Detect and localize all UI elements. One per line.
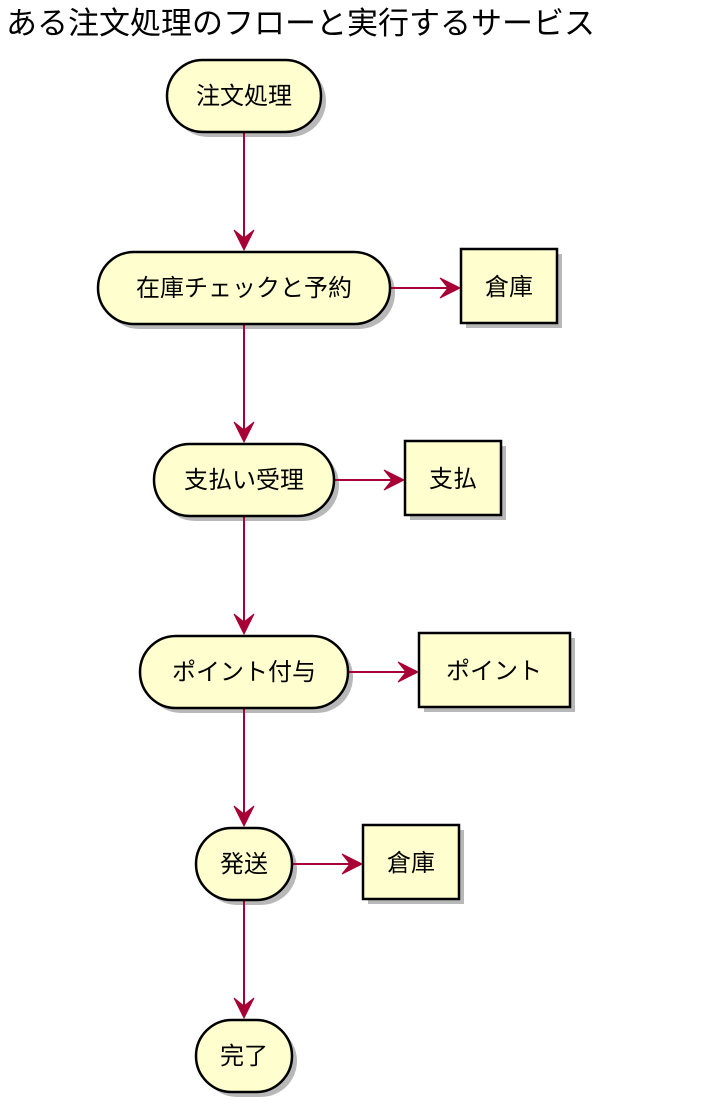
step-shape xyxy=(194,1018,294,1094)
step-node: 注文処理 xyxy=(165,58,323,134)
service-shape xyxy=(459,247,559,325)
step-node: ポイント付与 xyxy=(138,634,350,710)
step-shape xyxy=(194,826,294,902)
service-shape xyxy=(403,439,503,517)
step-label: 支払い受理 xyxy=(184,466,304,494)
service-arrow-head-4 xyxy=(341,853,364,875)
step-label: 完了 xyxy=(220,1042,268,1070)
service-shape xyxy=(417,631,572,709)
service-box: 倉庫 xyxy=(459,247,559,325)
step-arrows xyxy=(233,132,255,1020)
service-boxes: 倉庫 支払 ポイント 倉庫 xyxy=(361,247,572,901)
service-arrows xyxy=(292,277,462,875)
service-label: 倉庫 xyxy=(485,273,533,301)
step-shape xyxy=(152,442,336,518)
service-arrow-head-2 xyxy=(383,469,406,491)
arrow-head-1 xyxy=(233,229,255,252)
shadow-layer xyxy=(103,65,575,1097)
arrow-head-4 xyxy=(233,805,255,828)
step-node: 発送 xyxy=(194,826,294,902)
service-shape xyxy=(361,823,461,901)
arrow-head-5 xyxy=(233,997,255,1020)
step-label: 注文処理 xyxy=(196,82,292,110)
service-arrow-head-3 xyxy=(397,661,420,683)
service-label: 支払 xyxy=(429,465,477,493)
step-node: 支払い受理 xyxy=(152,442,336,518)
arrow-head-3 xyxy=(233,613,255,636)
step-node: 完了 xyxy=(194,1018,294,1094)
diagram-title: ある注文処理のフローと実行するサービス xyxy=(6,6,595,42)
step-shape xyxy=(138,634,350,710)
step-label: 在庫チェックと予約 xyxy=(136,274,352,302)
step-label: ポイント付与 xyxy=(172,658,316,686)
step-nodes: 注文処理 在庫チェックと予約 支払い受理 ポイント付与 発送 完了 xyxy=(96,58,392,1094)
service-box: 支払 xyxy=(403,439,503,517)
step-shape xyxy=(96,250,392,326)
step-shape xyxy=(165,58,323,134)
step-label: 発送 xyxy=(220,850,268,878)
service-label: 倉庫 xyxy=(387,849,435,877)
service-box: ポイント xyxy=(417,631,572,709)
service-arrow-head-1 xyxy=(439,277,462,299)
arrow-head-2 xyxy=(233,421,255,444)
service-label: ポイント xyxy=(446,657,542,685)
service-box: 倉庫 xyxy=(361,823,461,901)
step-node: 在庫チェックと予約 xyxy=(96,250,392,326)
